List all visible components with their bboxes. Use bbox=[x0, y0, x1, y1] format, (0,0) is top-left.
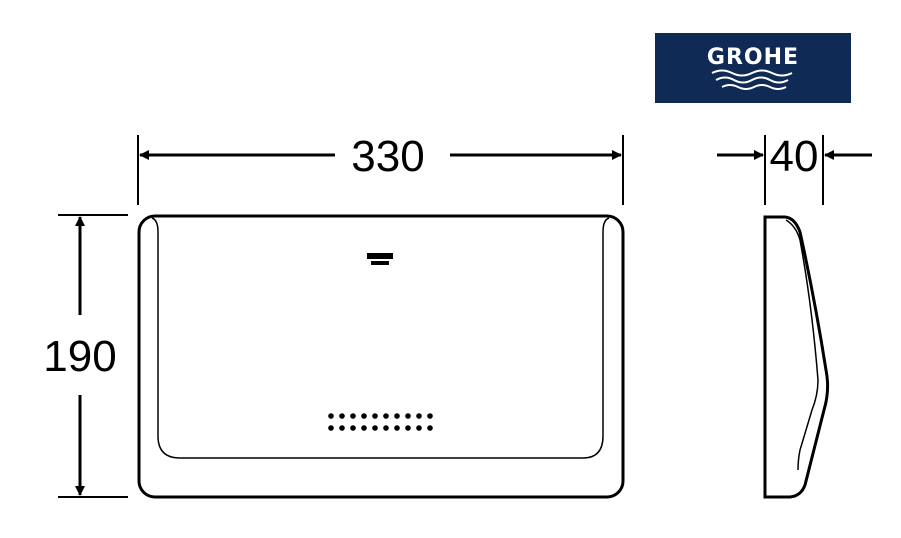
sensor-dot bbox=[383, 413, 389, 419]
depth-label: 40 bbox=[770, 132, 819, 181]
plate-emblem bbox=[367, 253, 393, 265]
svg-text:GROHE: GROHE bbox=[707, 45, 799, 70]
sensor-dot bbox=[339, 413, 345, 419]
sensor-dot bbox=[383, 425, 389, 431]
depth-dimension bbox=[717, 135, 872, 205]
sensor-dot bbox=[416, 413, 422, 419]
sensor-dot bbox=[372, 425, 378, 431]
sensor-dot bbox=[372, 413, 378, 419]
width-dimension bbox=[137, 135, 624, 205]
sensor-dot bbox=[405, 425, 411, 431]
sensor-dot bbox=[339, 425, 345, 431]
grohe-logo: GROHE bbox=[655, 33, 851, 103]
sensor-dot bbox=[405, 413, 411, 419]
sensor-dot bbox=[427, 413, 433, 419]
sensor-dot bbox=[394, 413, 400, 419]
height-dimension bbox=[58, 214, 128, 498]
sensor-dot bbox=[427, 425, 433, 431]
sensor-dot bbox=[350, 413, 356, 419]
sensor-dot bbox=[361, 413, 367, 419]
sensor-dot bbox=[328, 413, 334, 419]
width-label: 330 bbox=[351, 132, 424, 181]
sensor-dot bbox=[350, 425, 356, 431]
sensor-dot bbox=[361, 425, 367, 431]
sensor-dot bbox=[416, 425, 422, 431]
sensor-dot bbox=[328, 425, 334, 431]
sensor-dot bbox=[394, 425, 400, 431]
flush-plate-side bbox=[763, 215, 830, 499]
sensor-dots bbox=[328, 413, 433, 431]
flush-plate-front bbox=[137, 214, 625, 499]
height-label: 190 bbox=[43, 332, 116, 381]
waves-icon bbox=[711, 69, 793, 90]
